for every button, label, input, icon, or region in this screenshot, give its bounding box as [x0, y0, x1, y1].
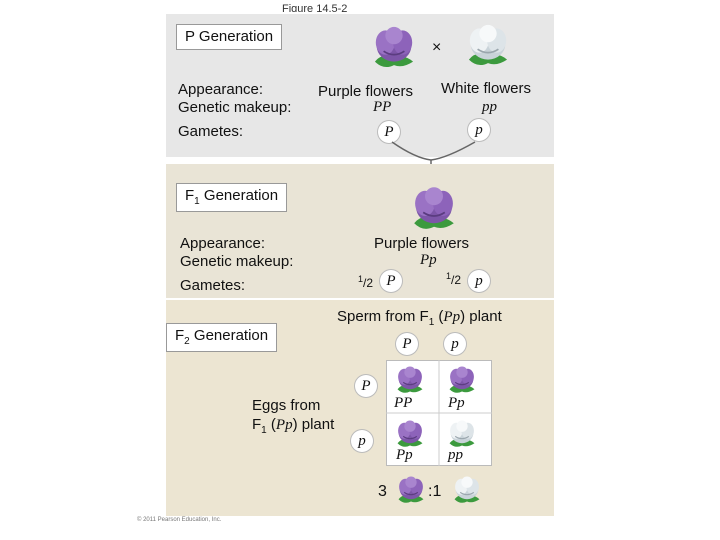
ratio-purple-flower-icon [393, 472, 429, 506]
p-gametes-label: Gametes: [178, 123, 244, 140]
f1-appearance: Purple flowers [374, 235, 470, 252]
gamete-P-circle: P [378, 121, 400, 143]
punnett-square: PP Pp Pp pp [386, 360, 492, 466]
gamete-fraction-p: 1/2 [446, 271, 462, 287]
p-generation-label: P Generation [176, 24, 283, 50]
egg-P-circle: P [355, 375, 377, 397]
egg-p-circle: p [351, 430, 373, 452]
sperm-label: Sperm from F1 (Pp) plant [337, 308, 502, 328]
gamete-fraction-P: 1/2 [358, 274, 374, 290]
purple-flower-icon [366, 20, 422, 72]
cell-pp-white-flower-icon [444, 416, 480, 450]
gamete-p-circle: p [468, 119, 490, 141]
figure-title: Figure 14.5-2 [282, 3, 348, 12]
f1-genetic-makeup-label: Genetic makeup: [180, 253, 294, 270]
left-parent-genotype: PP [373, 99, 392, 115]
right-parent-appearance: White flowers [441, 80, 532, 97]
f1-purple-flower-icon [405, 180, 463, 234]
f1-generation-label: F1 Generation [176, 183, 288, 212]
left-parent-appearance: Purple flowers [318, 83, 414, 100]
cell-genotype-Pp-bottom: Pp [396, 447, 413, 463]
f1-gamete-P-circle: P [380, 270, 402, 292]
f1-gametes-label: Gametes: [180, 277, 246, 294]
ratio-purple-count: 3 [378, 483, 387, 500]
cell-PP-purple-flower-icon [392, 362, 428, 396]
f1-gamete-p-circle: p [468, 270, 490, 292]
p-appearance-label: Appearance: [178, 81, 264, 98]
eggs-label: Eggs from F1 (Pp) plant [252, 397, 335, 436]
sperm-P-circle: P [396, 333, 418, 355]
cell-pP-purple-flower-icon [392, 416, 428, 450]
cell-genotype-PP: PP [394, 395, 413, 411]
f2-generation-label: F2 Generation [166, 323, 278, 352]
right-parent-genotype: pp [482, 99, 497, 115]
cross-symbol: × [432, 39, 442, 56]
copyright-footer: © 2011 Pearson Education, Inc. [137, 517, 222, 523]
cell-Pp-purple-flower-icon [444, 362, 480, 396]
ratio-white-flower-icon [449, 472, 485, 506]
cell-genotype-Pp-top: Pp [448, 395, 465, 411]
cell-genotype-pp: pp [448, 447, 463, 463]
ratio-white-count: :1 [428, 483, 442, 500]
f1-appearance-label: Appearance: [180, 235, 266, 252]
white-flower-icon [460, 18, 516, 70]
p-genetic-makeup-label: Genetic makeup: [178, 99, 292, 116]
sperm-p-circle: p [444, 333, 466, 355]
f1-genotype: Pp [420, 252, 437, 268]
